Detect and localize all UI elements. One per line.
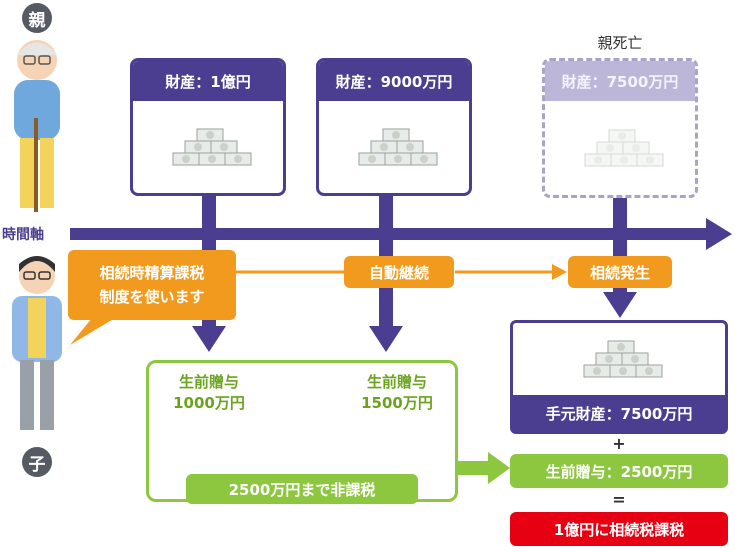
asset-label-2: 財産：9000万円 [319, 61, 469, 101]
tax-free-bar: 2500万円まで非課税 [186, 474, 418, 504]
gift-2-line-2: 1500万円 [361, 394, 433, 412]
asset-box-1: 財産：1億円 [130, 58, 286, 196]
gift-1-line-1: 生前贈与 [178, 373, 239, 391]
money-pile-icon [319, 101, 469, 193]
asset-box-2: 財産：9000万円 [316, 58, 472, 196]
money-pile-icon [513, 323, 725, 395]
asset-label-3: 財産：7500万円 [545, 61, 695, 101]
arrow-down-1 [192, 326, 226, 352]
timeline-label: 時間軸 [2, 227, 44, 243]
child-badge: 子 [22, 447, 52, 477]
auto-continue-label: 自動継続 [344, 256, 454, 288]
callout-line-1: 相続時精算課税 [99, 264, 205, 282]
child-illustration [12, 256, 62, 430]
parent-illustration [14, 40, 60, 212]
gift-1-text: 生前贈与 1000万円 [164, 372, 254, 414]
taxed-bar: 1億円に相続税課税 [510, 512, 728, 546]
callout-line-2: 制度を使います [99, 288, 205, 306]
parent-death-label: 親死亡 [597, 34, 643, 52]
plus-sign: + [612, 434, 626, 453]
green-arrow-head [488, 452, 510, 484]
arrow-down-2 [369, 326, 403, 352]
asset-box-3-faded: 財産：7500万円 [542, 58, 698, 198]
callout-tail [70, 318, 115, 345]
equals-sign: = [612, 490, 626, 509]
money-pile-icon [133, 101, 283, 193]
orange-arrowhead [552, 264, 567, 280]
lifetime-gift-bar: 生前贈与：2500万円 [510, 454, 728, 488]
asset-label-1: 財産：1億円 [133, 61, 283, 101]
gift-1-line-2: 1000万円 [173, 394, 245, 412]
gift-2-text: 生前贈与 1500万円 [352, 372, 442, 414]
arrow-down-3 [603, 292, 637, 318]
green-arrow-shaft [458, 461, 490, 475]
parent-badge: 親 [22, 3, 52, 33]
money-pile-icon [545, 101, 695, 195]
on-hand-label: 手元財産：7500万円 [513, 395, 725, 431]
callout-bubble: 相続時精算課税 制度を使います [68, 250, 236, 320]
gift-2-line-1: 生前贈与 [366, 373, 427, 391]
inheritance-occurs-label: 相続発生 [568, 256, 672, 288]
on-hand-box: 手元財産：7500万円 [510, 320, 728, 434]
timeline-arrow [70, 218, 732, 250]
